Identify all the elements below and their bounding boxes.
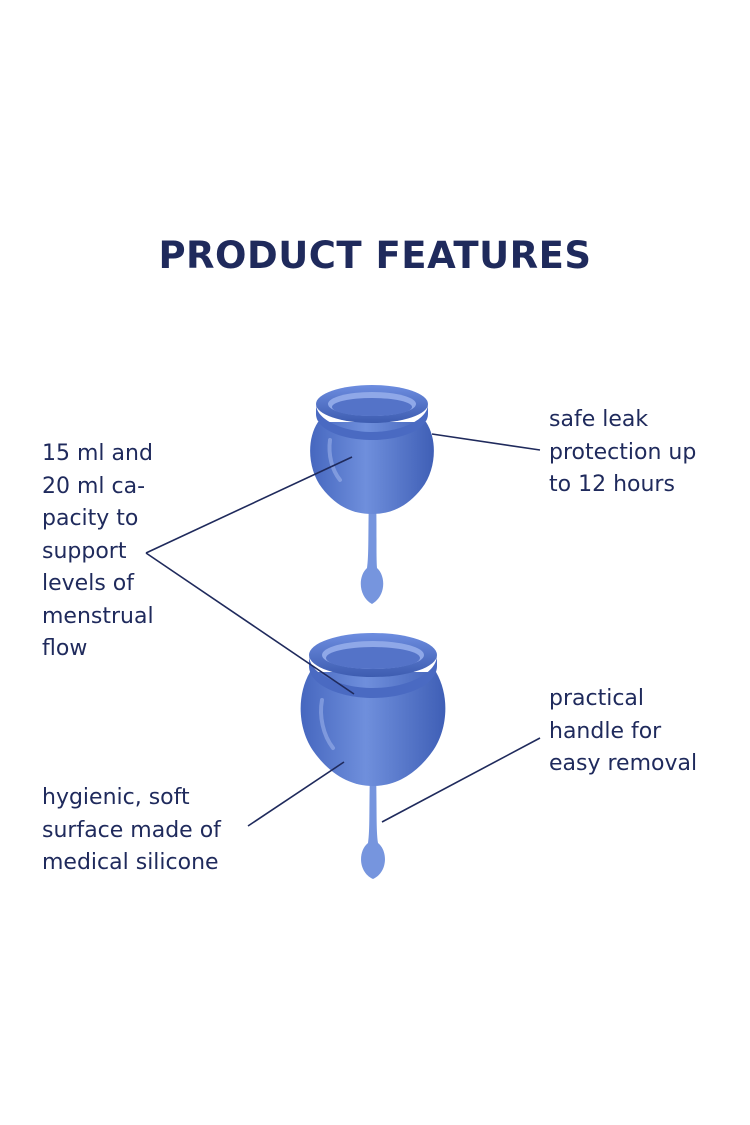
leader-line-capacity-top — [145, 456, 353, 554]
feature-surface: hygienic, soft surface made of medical s… — [42, 782, 221, 880]
leader-line-surface — [247, 761, 345, 827]
feature-capacity-line: menstrual — [42, 603, 154, 629]
feature-capacity-line: flow — [42, 636, 88, 661]
feature-leak-line: safe leak — [549, 407, 649, 432]
feature-capacity-line: 15 ml and — [42, 441, 153, 466]
feature-handle-line: easy removal — [549, 751, 698, 776]
feature-handle: practical handle for easy removal — [549, 683, 697, 781]
feature-capacity: 15 ml and 20 ml ca- pacity to support le… — [42, 438, 154, 666]
leader-line-handle — [381, 737, 541, 823]
leader-line-leak — [431, 433, 541, 451]
feature-surface-line: hygienic, soft — [42, 785, 190, 810]
feature-handle-line: practical — [549, 686, 645, 711]
leader-line-capacity-bottom — [145, 552, 355, 695]
feature-handle-line: handle for — [549, 718, 662, 744]
feature-leak-protection: safe leak protection up to 12 hours — [549, 404, 696, 502]
menstrual-cup-small-icon — [310, 385, 434, 604]
feature-leak-line: to 12 hours — [549, 472, 675, 497]
feature-surface-line: medical silicone — [42, 850, 219, 875]
feature-leak-line: protection up — [549, 439, 697, 465]
menstrual-cup-large-icon — [300, 633, 446, 879]
feature-capacity-line: pacity to — [42, 506, 139, 531]
feature-surface-line: surface made of — [42, 817, 221, 843]
feature-capacity-line: support — [42, 538, 127, 564]
leader-lines — [145, 433, 541, 827]
feature-capacity-line: levels of — [42, 571, 134, 596]
page-title: PRODUCT FEATURES — [158, 234, 592, 277]
feature-capacity-line: 20 ml ca- — [42, 473, 146, 499]
